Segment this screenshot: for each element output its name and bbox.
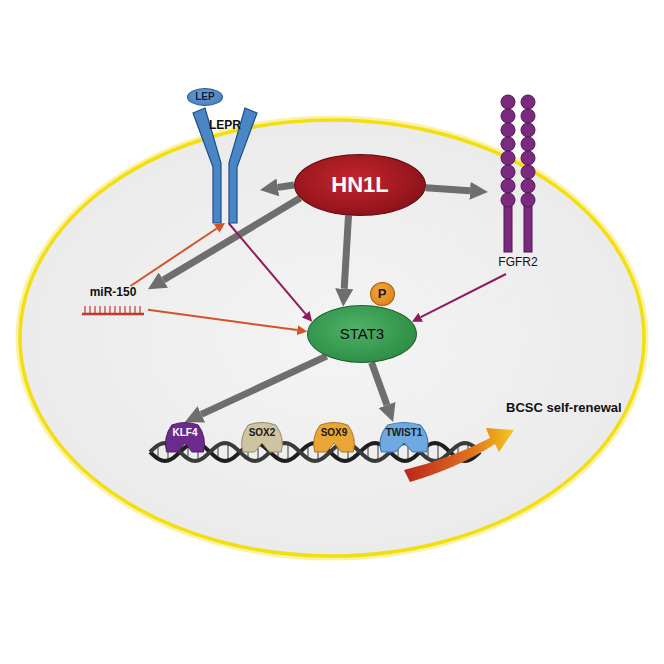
dna-rung — [377, 443, 379, 460]
node-label: LEPR — [190, 119, 260, 133]
transcription-factor: KLF4 — [163, 422, 207, 452]
text-holder: LEP — [188, 91, 222, 103]
leptin-ligand: LEP — [187, 88, 223, 106]
node-label: LEP — [188, 91, 222, 103]
arrow-connector — [278, 185, 294, 187]
arrow-connector — [426, 188, 470, 191]
dna-rung — [287, 443, 289, 460]
node-label: TWIST1 — [377, 427, 431, 439]
phospho-group: P — [370, 282, 395, 306]
transcription-factor: SOX2 — [239, 422, 285, 452]
node-label: P — [371, 287, 394, 302]
dna-rung — [437, 443, 439, 460]
node-label: HN1L — [295, 172, 425, 197]
outcome-label: BCSC self-renewal — [506, 400, 622, 415]
text-holder: TWIST1 — [377, 427, 431, 439]
text-holder: FGFR2 — [488, 256, 548, 270]
leptin-receptor: LEPR — [190, 105, 260, 223]
text-holder: LEPR — [190, 119, 260, 133]
node-label: SOX9 — [311, 427, 357, 439]
dna-rung — [227, 443, 229, 460]
node-label: KLF4 — [163, 427, 207, 439]
arrow-connector — [421, 274, 506, 317]
node-label: SOX2 — [239, 427, 285, 439]
arrow-connector — [344, 216, 348, 289]
fgfr2-receptor: FGFR2 — [488, 92, 548, 274]
hn1l-protein: HN1L — [294, 154, 426, 216]
arrow-connector — [201, 356, 326, 414]
text-holder: P — [371, 287, 394, 302]
text-holder: STAT3 — [308, 325, 416, 342]
receptor-outline — [488, 92, 548, 274]
node-label: STAT3 — [308, 325, 416, 342]
arrow-connector — [131, 229, 217, 287]
transcription-factor: TWIST1 — [377, 422, 431, 452]
arrow-connector — [148, 310, 297, 330]
microrna: miR-150 — [78, 286, 148, 320]
text-holder: miR-150 — [78, 286, 148, 300]
node-label: FGFR2 — [488, 256, 548, 270]
text-holder: SOX9 — [311, 427, 357, 439]
text-holder: KLF4 — [163, 427, 207, 439]
stat3-protein: STAT3 — [307, 305, 417, 363]
text-holder: SOX2 — [239, 427, 285, 439]
arrow-connector — [229, 223, 306, 314]
cell-membrane — [20, 120, 644, 556]
arrow-connector — [372, 363, 387, 406]
text-holder: HN1L — [295, 172, 425, 197]
cell-membrane-glow — [20, 120, 644, 556]
transcription-factor: SOX9 — [311, 422, 357, 452]
node-label: miR-150 — [78, 286, 148, 300]
